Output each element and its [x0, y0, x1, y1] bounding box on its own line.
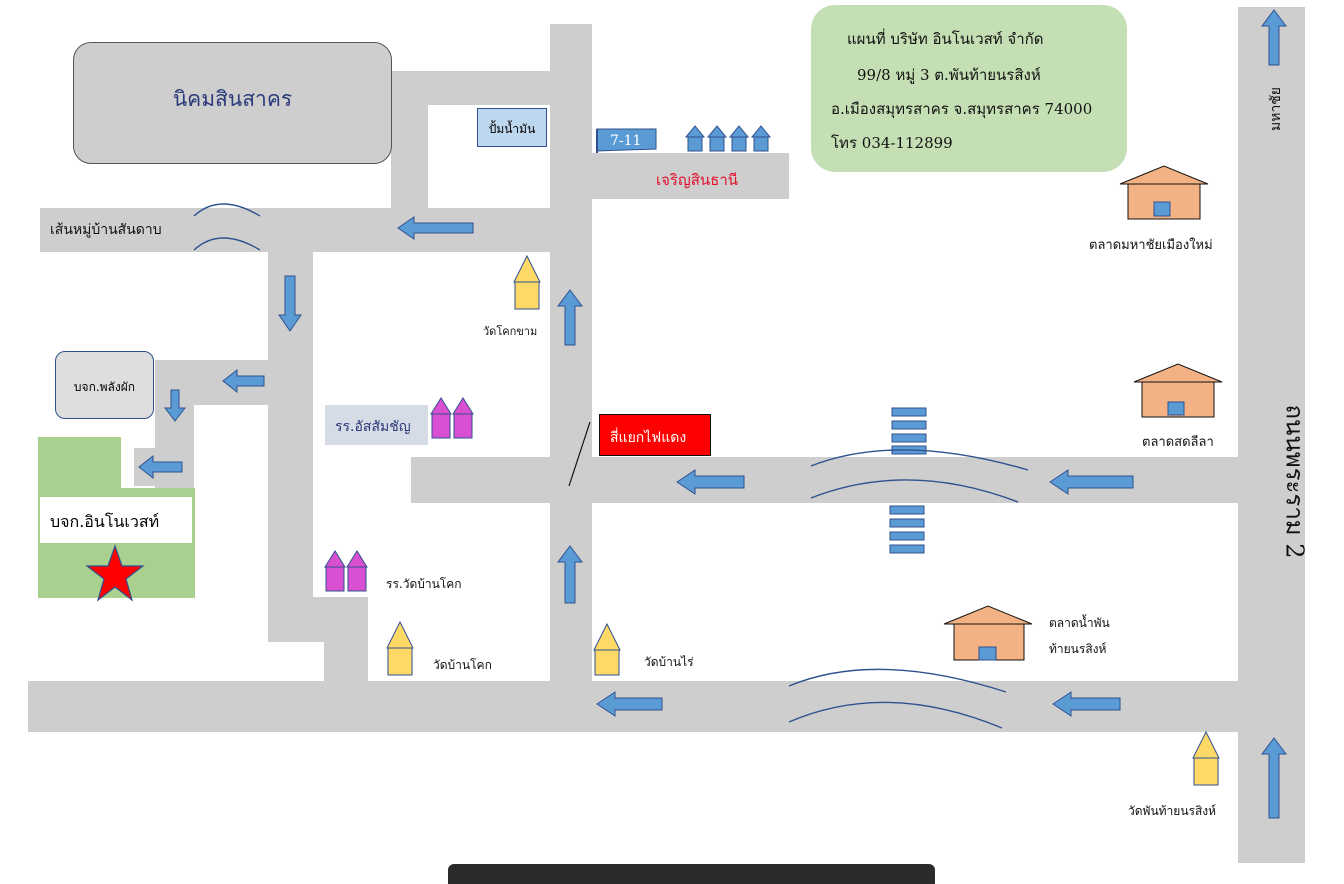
direction-arrow-icon [1049, 469, 1134, 495]
traffic-light-box: สี่แยกไฟแดง [599, 414, 711, 456]
direction-arrow-icon [596, 691, 663, 717]
direction-arrow-icon [1052, 691, 1121, 717]
direction-arrow-icon [222, 368, 265, 394]
innovest-label-box: บจก.อินโนเวสท์ [40, 497, 192, 543]
estate-label: นิคมสินสาคร [172, 87, 293, 111]
school-wat-ban-khok-icon [324, 550, 368, 592]
company-info-box: แผนที่ บริษัท อินโนเวสท์ จำกัด 99/8 หมู่… [811, 5, 1127, 172]
market-namphan-label-2: ท้ายนรสิงห์ [1049, 642, 1107, 656]
seven-eleven-label: 7-11 [610, 133, 641, 149]
market-sodlila-label: ตลาดสดลีลา [1142, 435, 1214, 450]
direction-arrow-icon [163, 389, 187, 422]
bridge-middle-road [810, 407, 1029, 554]
convenience-store-sign: 7-11 [596, 128, 657, 153]
road-rama2-label: ถนนพระราม 2 [1280, 404, 1309, 559]
phalang-phak-label: บจก.พลังผัก [73, 380, 136, 394]
direction-arrow-icon [557, 545, 583, 604]
village-road-label: เส้นหมู่บ้านสันดาบ [50, 222, 162, 238]
houses-icon [684, 125, 772, 152]
road-charoen [590, 153, 789, 199]
direction-arrow-icon [278, 275, 302, 332]
info-address-2: อ.เมืองสมุทรสาคร จ.สมุทรสาคร 74000 [831, 100, 1093, 118]
wat-ban-khok-label: วัดบ้านโคก [433, 658, 492, 672]
market-namphan-icon [943, 605, 1033, 661]
village-charoen-label: เจริญสินธานี [656, 171, 738, 189]
school-icon [430, 397, 474, 439]
temple-icon [513, 254, 541, 310]
temple-wat-ban-khok-icon [386, 620, 414, 676]
road-school-link-drop [324, 597, 368, 683]
bridge-icon [193, 203, 261, 251]
market-sodlila-icon [1133, 363, 1223, 418]
estate-building: นิคมสินสาคร [73, 42, 392, 164]
star-icon [85, 544, 145, 602]
gas-station-label: ปั้มน้ำมัน [488, 122, 536, 136]
road-estate-connector [391, 71, 428, 211]
temple-wat-phan-icon [1192, 730, 1220, 786]
school-assumption-label: รร.อัสสัมชัญ [335, 419, 411, 435]
direction-arrow-icon [676, 469, 745, 495]
direction-arrow-icon [557, 289, 583, 346]
school-wat-ban-khok-label: รร.วัดบ้านโคก [386, 577, 462, 591]
market-mahachai-icon [1119, 165, 1209, 220]
school-assumption-box: รร.อัสสัมชัญ [325, 405, 428, 445]
direction-arrow-icon [1261, 737, 1287, 819]
wat-khok-kham-label: วัดโคกขาม [483, 325, 538, 338]
market-mahachai-label: ตลาดมหาชัยเมืองใหม่ [1089, 238, 1213, 253]
direction-arrow-icon [138, 454, 183, 480]
innovest-label: บจก.อินโนเวสท์ [50, 512, 160, 531]
temple-wat-ban-rai-icon [593, 622, 621, 676]
market-namphan-label-1: ตลาดน้ำพัน [1049, 616, 1110, 630]
road-mahachai-label: มหาชัย [1268, 86, 1285, 132]
road-rama2 [1238, 7, 1305, 863]
phalang-phak-building: บจก.พลังผัก [55, 351, 154, 419]
wat-ban-rai-label: วัดบ้านไร่ [644, 655, 694, 669]
info-company-name: แผนที่ บริษัท อินโนเวสท์ จำกัด [847, 30, 1044, 48]
wat-phan-label: วัดพันท้ายนรสิงห์ [1128, 804, 1217, 818]
gas-station: ปั้มน้ำมัน [477, 108, 547, 147]
direction-arrow-icon [1261, 9, 1287, 66]
direction-arrow-icon [397, 216, 474, 240]
viewer-toolbar[interactable] [448, 864, 935, 884]
bridge-bottom-road [788, 668, 1007, 729]
info-phone: โทร 034-112899 [831, 134, 953, 152]
info-address-1: 99/8 หมู่ 3 ต.พันท้ายนรสิงห์ [857, 66, 1041, 84]
traffic-light-label: สี่แยกไฟแดง [610, 430, 687, 446]
traffic-light-pointer [568, 421, 591, 487]
road-village [40, 208, 592, 252]
